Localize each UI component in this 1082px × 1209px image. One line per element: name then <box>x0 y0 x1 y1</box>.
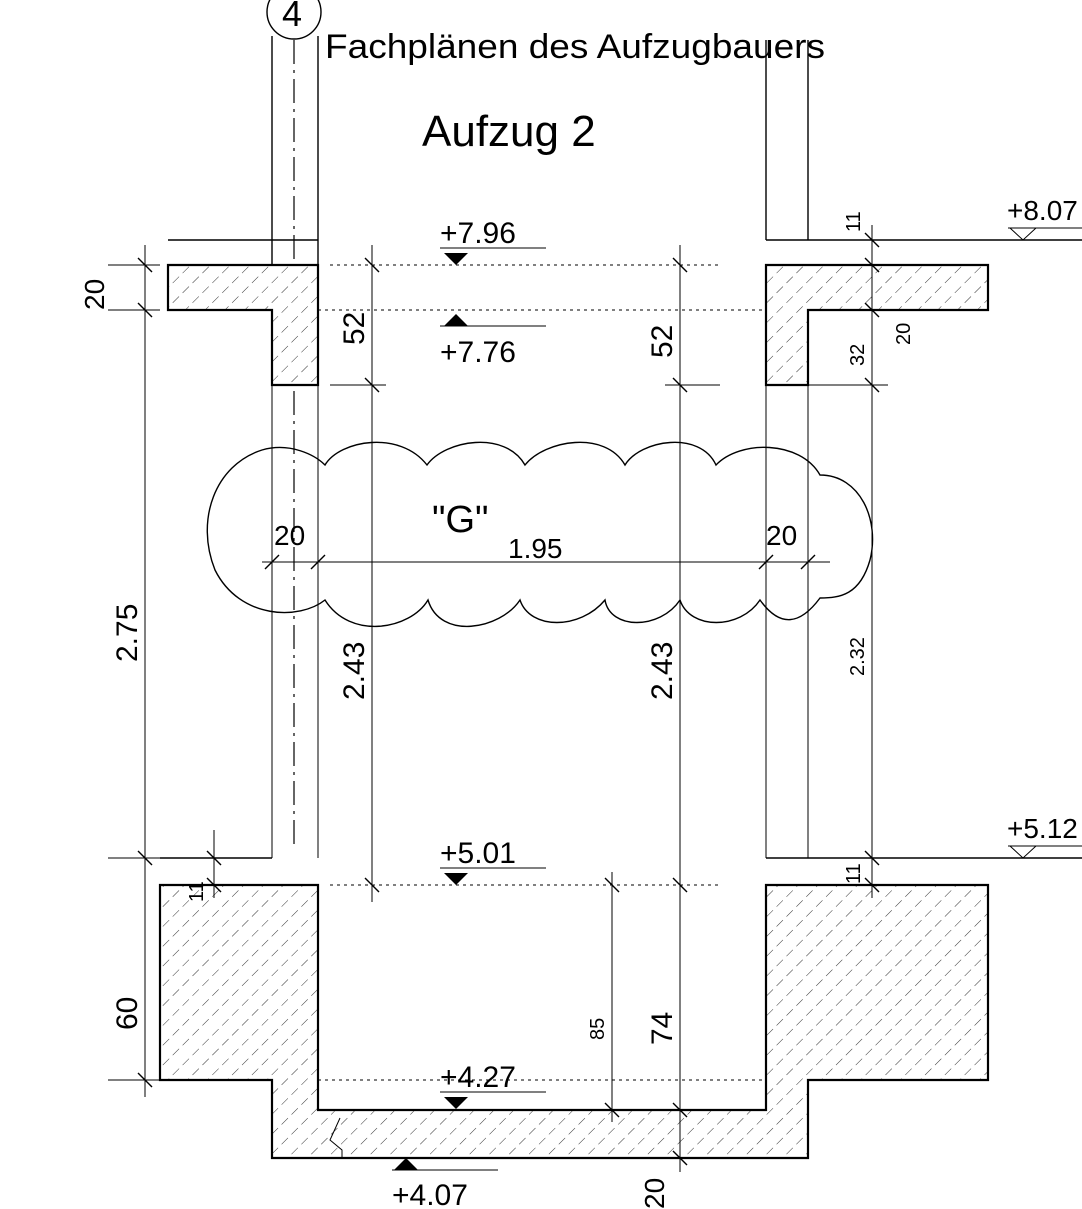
dim-wall-left: 20 <box>274 520 305 551</box>
revision-cloud <box>206 441 874 627</box>
dim-right-slab: 20 <box>893 323 915 345</box>
dim-right-bottom-small: 11 <box>843 863 865 884</box>
dim-left-upper: 52 <box>338 312 371 345</box>
dim-left-slab: 20 <box>79 279 110 310</box>
dim-left-height-total: 2.75 <box>111 604 144 662</box>
level-sill: +5.01 <box>440 837 516 870</box>
dim-pit-depth: 85 <box>587 1018 609 1040</box>
dim-wall-right: 20 <box>766 520 797 551</box>
level-floor-upper-right: +8.07 <box>1007 195 1078 226</box>
dim-center-opening: 2.43 <box>646 642 679 700</box>
dim-left-opening: 2.43 <box>338 642 371 700</box>
dim-left-pit-slab: 60 <box>111 997 144 1030</box>
level-markers <box>392 227 1082 1171</box>
axis-number: 4 <box>282 0 302 34</box>
axis-marker <box>266 0 809 845</box>
level-top-slab-bottom: +7.76 <box>440 336 516 369</box>
dim-left-small: 11 <box>186 881 208 902</box>
dim-center-upper: 52 <box>646 325 679 358</box>
level-floor-lower-right: +5.12 <box>1007 813 1078 844</box>
level-lines <box>318 264 766 1081</box>
dim-center-pit: 74 <box>646 1012 679 1045</box>
floor-lines <box>160 239 1082 859</box>
dimension-ticks <box>137 232 880 1166</box>
pit-left-slab <box>158 883 990 1160</box>
top-right-slab <box>764 263 990 387</box>
dim-right-top-small: 11 <box>843 211 865 232</box>
cloud-label: "G" <box>432 499 489 541</box>
top-left-slab <box>166 263 320 387</box>
level-pit-bottom: +4.07 <box>392 1179 468 1209</box>
dim-center-pit-bottom: 20 <box>639 1178 670 1209</box>
dim-shaft-width: 1.95 <box>508 533 563 564</box>
concrete-structure <box>158 263 990 1160</box>
drawing-title: Aufzug 2 <box>422 107 596 156</box>
drawing-subtitle: Fachplänen des Aufzugbauers <box>325 28 825 66</box>
level-pit-floor: +4.27 <box>440 1061 516 1094</box>
dim-right-height: 2.32 <box>847 637 869 676</box>
level-top-slab-top: +7.96 <box>440 217 516 250</box>
dimension-lines <box>108 225 888 1172</box>
dim-right-upper: 32 <box>847 344 869 366</box>
